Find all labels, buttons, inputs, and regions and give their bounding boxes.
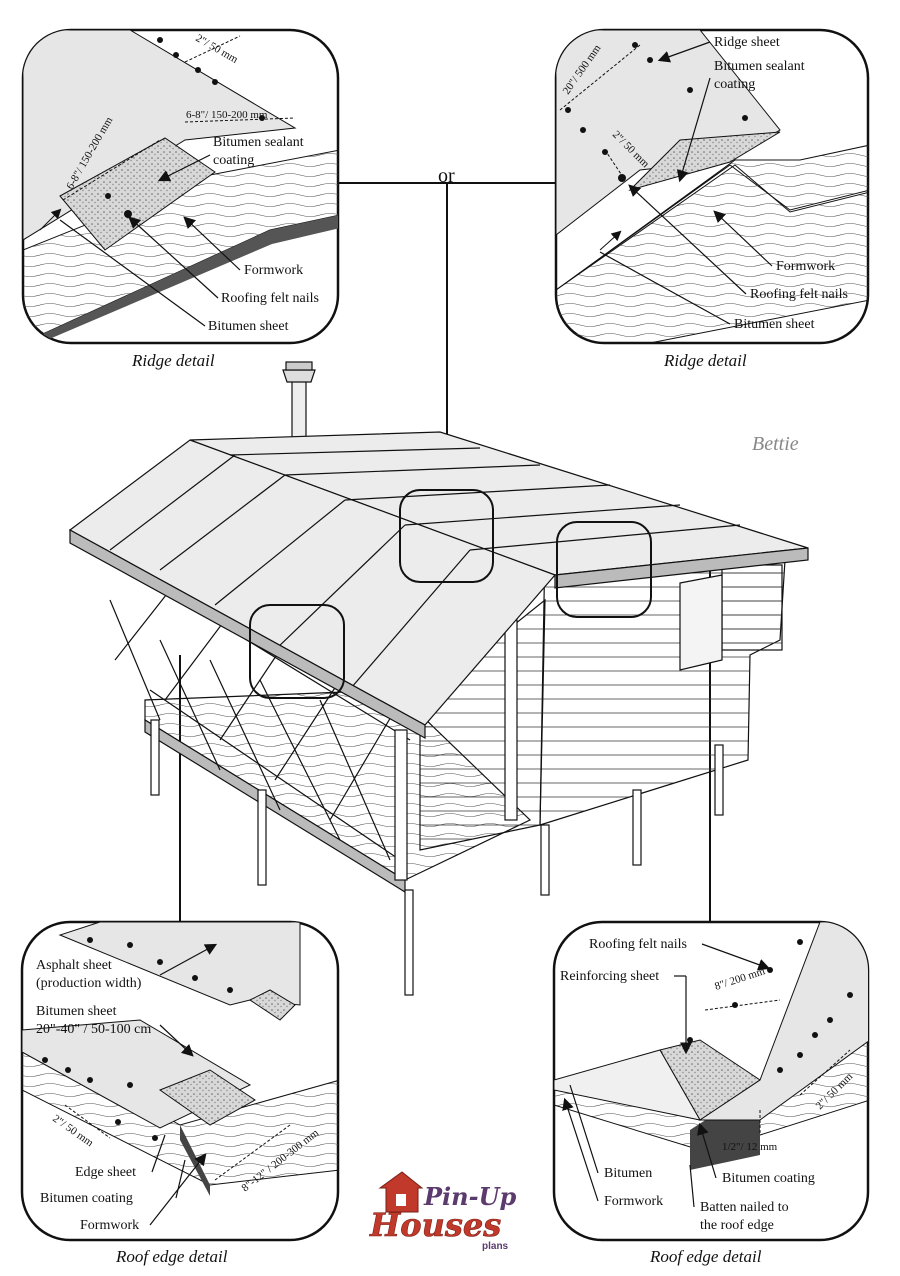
dim-half-in: 1/2"/ 12 mm [722, 1141, 778, 1153]
caption-ridge-left: Ridge detail [131, 351, 215, 370]
panel-ridge-detail-right: 20"/ 500 mm 2"/ 50 mm Ridge sheet Bitume… [554, 28, 870, 370]
connector-or-label: or [438, 165, 455, 187]
logo-line3: plans [482, 1241, 509, 1252]
panel-roof-edge-left: 2"/ 50 mm 8"-12" / 200-300 mm Asphalt sh… [20, 920, 340, 1266]
caption-edge-right: Roof edge detail [649, 1247, 762, 1266]
label-roof-edge: the roof edge [700, 1218, 774, 1233]
label-bitumen-coating: Bitumen coating [722, 1171, 815, 1186]
label-sealant: Bitumen sealant [213, 135, 304, 150]
label-bitumen-sheet: Bitumen sheet [734, 317, 815, 332]
label-edge-sheet: Edge sheet [75, 1165, 136, 1180]
label-nails: Roofing felt nails [750, 287, 848, 302]
caption-ridge-right: Ridge detail [663, 351, 747, 370]
leader-lines [599, 41, 773, 325]
label-reinforcing: Reinforcing sheet [560, 969, 659, 984]
label-formwork: Formwork [604, 1194, 663, 1209]
nail-dots [42, 937, 233, 1141]
label-batten: Batten nailed to [700, 1200, 789, 1215]
leader-lines [59, 154, 241, 327]
label-coating: coating [714, 77, 755, 92]
label-sealant: Bitumen sealant [714, 59, 805, 74]
label-production-width: (production width) [36, 976, 142, 991]
leader-lines [562, 943, 771, 1208]
house-illustration [68, 361, 809, 996]
panel-ridge-detail-left: 2"/ 50 mm 6-8"/ 150-200 mm 6-8"/ 150-200… [21, 28, 340, 370]
watermark-name: Bettie [752, 433, 799, 455]
label-asphalt: Asphalt sheet [36, 958, 112, 973]
callout-boxes [249, 489, 652, 699]
nail-dots [565, 42, 748, 182]
label-coating: coating [213, 153, 254, 168]
label-bitumen-width: 20"-40" / 50-100 cm [36, 1022, 151, 1037]
panel-roof-edge-right: 8"/ 200 mm 2"/ 50 mm 1/2"/ 12 mm Roofing… [552, 920, 870, 1266]
label-formwork: Formwork [244, 263, 303, 278]
label-bitumen-sheet: Bitumen sheet [208, 319, 289, 334]
label-nails: Roofing felt nails [221, 291, 319, 306]
label-ridge-sheet: Ridge sheet [714, 35, 780, 50]
label-bitumen: Bitumen [604, 1166, 652, 1181]
label-bitumen-sheet: Bitumen sheet [36, 1004, 117, 1019]
leader-lines [149, 943, 218, 1226]
label-formwork: Formwork [776, 259, 835, 274]
logo-line2: Houses [369, 1206, 501, 1244]
nail-dots [105, 37, 265, 218]
logo-line1: Pin-Up [423, 1182, 517, 1211]
dim-6-8in-top: 6-8"/ 150-200 mm [186, 109, 268, 121]
caption-edge-left: Roof edge detail [115, 1247, 228, 1266]
label-nails: Roofing felt nails [589, 937, 687, 952]
label-formwork: Formwork [80, 1218, 139, 1233]
label-bitumen-coating: Bitumen coating [40, 1191, 133, 1206]
brand-logo: Pin-Up Houses plans [369, 1171, 517, 1252]
